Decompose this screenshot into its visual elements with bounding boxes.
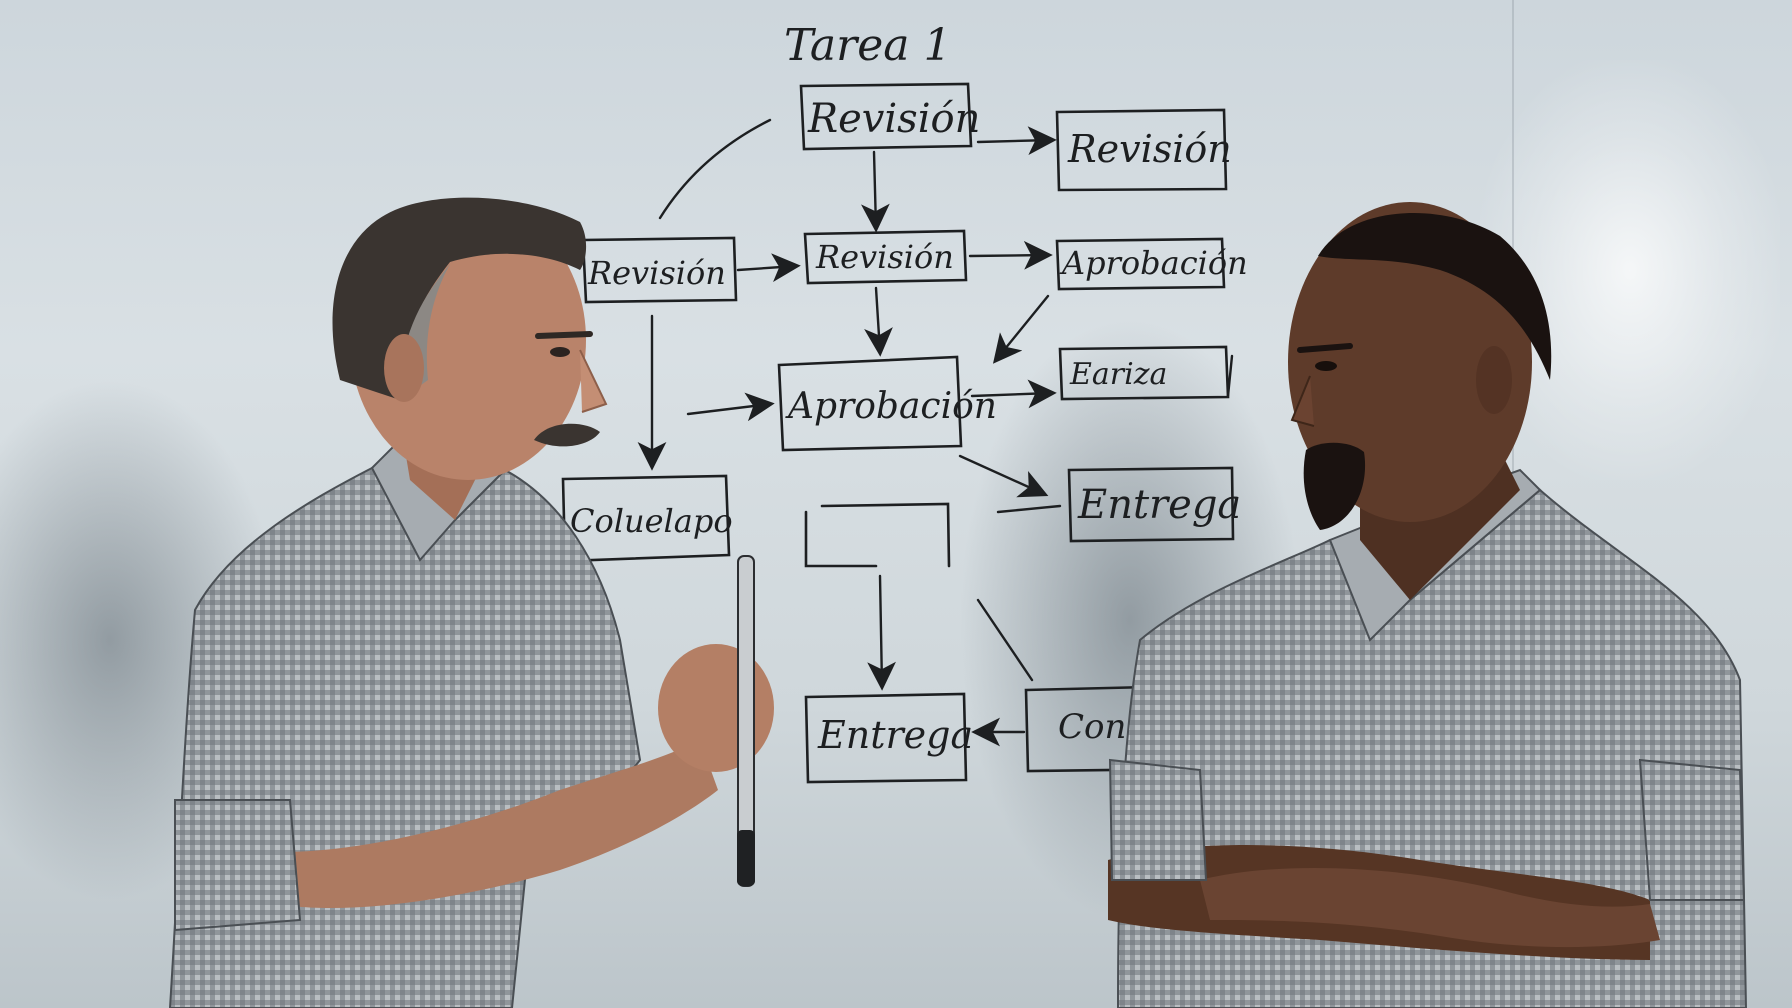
label-aprobacion-right: Aprobación [1059, 244, 1248, 282]
arrow-center-to-aprobacion-right [968, 240, 1053, 270]
right-man-sleeve-left [1108, 758, 1208, 881]
box-aprobacion-right [1055, 237, 1226, 291]
right-man-goatee [1303, 442, 1366, 530]
arrow-top-to-center [860, 150, 890, 233]
marker-cap [737, 830, 755, 886]
right-man-eye [1315, 361, 1337, 371]
box-entrega-right [1067, 466, 1235, 543]
line-to-entrega-right [996, 504, 1062, 514]
label-entrega-right: Entrega [1077, 482, 1241, 528]
right-man-nose [1290, 375, 1315, 427]
curve-left-to-top [658, 118, 772, 220]
label-eariza: Eariza [1069, 357, 1167, 392]
right-man-forearm-upper [1200, 867, 1660, 948]
box-aprobacion-center [777, 355, 963, 452]
left-man-sleeve [174, 799, 302, 932]
box-revision-center [803, 229, 968, 285]
box-revision-top [799, 82, 973, 151]
left-man [168, 197, 774, 1008]
board-title: Tarea 1 [784, 20, 951, 71]
left-man-nose [579, 349, 608, 413]
right-man-hair [1318, 213, 1552, 380]
label-revision-center: Revisión [815, 238, 954, 276]
arrow-top-to-right [976, 126, 1057, 156]
right-man-sleeve-right [1638, 758, 1746, 901]
left-man-arm [250, 740, 718, 909]
box-revision-left [581, 236, 738, 304]
arrow-into-aprobacion-center [686, 392, 775, 422]
board-glare [1480, 60, 1780, 480]
diag-line-lower [976, 598, 1034, 682]
arrow-aprobacion-to-eariza [970, 379, 1057, 409]
label-revision-right: Revisión [1067, 127, 1232, 171]
label-entrega-bottom: Entrega [817, 713, 973, 757]
left-man-eye [550, 347, 570, 357]
bracket-shape [804, 502, 951, 568]
label-revision-top: Revisión [807, 96, 980, 142]
left-man-ear [384, 334, 424, 402]
arrow-aprobacion-right-diag [992, 294, 1050, 364]
arrow-bracket-down [867, 574, 896, 691]
arrow-left-to-center [736, 253, 801, 283]
left-man-mustache [534, 423, 600, 447]
right-man-brow [1297, 343, 1353, 353]
box-entrega-bottom [804, 692, 968, 784]
left-man-hand [658, 644, 774, 772]
arrow-center-down [864, 286, 893, 357]
label-aprobacion-center: Aprobación [785, 386, 997, 427]
tick-mark-eariza [1226, 354, 1234, 398]
label-revision-left: Revisión [587, 254, 726, 292]
left-man-brow [535, 331, 593, 339]
box-revision-right [1055, 108, 1228, 192]
right-man-ear [1476, 346, 1512, 414]
label-coluelapo: Coluelapo [570, 502, 733, 540]
right-man [1108, 202, 1748, 1008]
arrow-aprobacion-to-entrega [958, 454, 1049, 498]
